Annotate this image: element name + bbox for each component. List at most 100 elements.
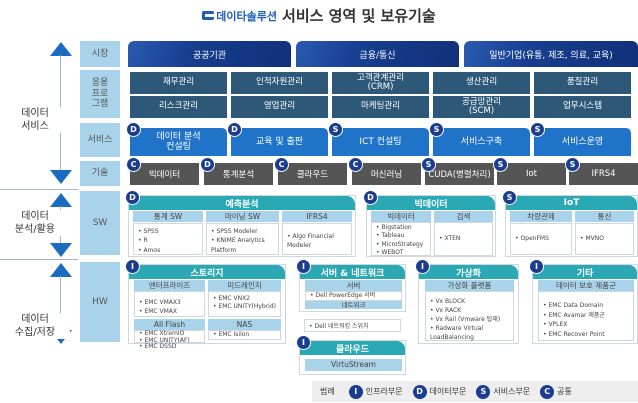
badge-icon: I	[296, 259, 311, 274]
badge-icon: S	[502, 190, 517, 205]
group-bigdata: D 빅데이터 빅데이터 BigstationTableauMicroStrate…	[363, 190, 496, 257]
item-list: EMC VMAX3EMC VMAX	[134, 291, 205, 317]
group-title: 빅데이터	[367, 196, 495, 210]
group-title: 가상화	[419, 265, 518, 279]
side-label-storage: 데이터 수집/저장	[0, 313, 70, 339]
page-title: 데이타솔루션 서비스 영역 및 보유기술	[0, 5, 638, 26]
group-title: 예측분석	[129, 196, 355, 210]
side-label-services: 데이터 서비스	[0, 107, 70, 133]
group-virtualization: I 가상화 가상화 플랫폼 Vx BLOCKVx RACKVx Rail (Vm…	[415, 259, 519, 344]
arrow-up-icon	[50, 193, 72, 207]
app-item: 영업관리	[231, 96, 328, 118]
app-item: 고객관계관리 (CRM)	[332, 72, 429, 94]
group-title: IoT	[506, 196, 637, 210]
group-server-network: I 서버 & 네트워크 서버 Dell PowerEdge 서버 네트워크	[296, 259, 406, 312]
app-item: 리스크관리	[130, 96, 227, 118]
badge-icon: C	[274, 157, 289, 172]
side-label-analysis: 데이터 분석/활용	[0, 210, 70, 236]
row-label-tech: 기술	[80, 161, 120, 186]
sub-header: 통신	[575, 211, 634, 222]
company-logo: 데이타솔루션	[202, 8, 277, 24]
row-label-sw: SW	[80, 191, 120, 255]
sub-header: All Flash	[134, 319, 205, 330]
badge-icon: D	[200, 157, 215, 172]
sub-header: 차량관제	[510, 211, 572, 222]
divider	[0, 189, 78, 190]
sub-header: 미드레인지	[208, 280, 281, 291]
app-item: 공급망관리 (SCM)	[433, 96, 530, 118]
badge-icon: I	[125, 259, 140, 274]
item-list: Algo Financial Modeler	[282, 223, 352, 255]
badge-icon: S	[565, 157, 580, 172]
app-item: 인적자원관리	[231, 72, 328, 94]
item-list: MVNO	[575, 223, 634, 255]
badge-icon: D	[363, 190, 378, 205]
item-list: EMC Isilon	[208, 330, 281, 340]
badge-icon: I	[296, 335, 311, 350]
badge-icon: C	[348, 157, 363, 172]
row-label-services: 서비스	[80, 123, 120, 157]
title-text: 서비스 영역 및 보유기술	[282, 7, 436, 25]
sub-header: 서버	[305, 280, 402, 291]
app-item: 재무관리	[130, 72, 227, 94]
sub-header: 검색	[434, 211, 493, 222]
row-label-apps: 응용 프로 그램	[80, 70, 120, 118]
row-label-hw: HW	[80, 262, 120, 342]
group-title: 서버 & 네트워크	[300, 265, 405, 279]
arrow-down-icon	[50, 243, 72, 257]
badge-icon: D	[412, 384, 427, 399]
badge-icon: I	[415, 259, 430, 274]
item-list: EMC XtremIOEMC UNITY(AF)EMC DSSD	[134, 330, 205, 350]
legend-title: 범례	[320, 387, 335, 396]
item-list: OpenFMS	[510, 223, 572, 255]
item-list: EMC Data DomainEMC Avamar 제품군VPLEXEMC Re…	[538, 291, 634, 341]
app-item: 업무시스템	[534, 96, 631, 118]
group-predictive-analysis: D 예측분석 통계 SW SPSSRAmos 마이닝 SW SPSS Model…	[125, 190, 356, 257]
list-item: • Dell 네트워킹 스위치	[304, 319, 401, 332]
badge-icon: D	[126, 122, 141, 137]
item-list: SPSS ModelerKNIME Analytics Platform	[206, 223, 279, 255]
item-list: SPSSRAmos	[133, 223, 203, 255]
app-item: 품질관리	[534, 72, 631, 94]
badge-icon: S	[530, 122, 545, 137]
arrow-up-icon	[50, 263, 72, 277]
market-finance: 금융/통신	[296, 41, 459, 67]
group-cloud: I 클라우드 VirtuStream	[296, 335, 406, 375]
group-iot: S IoT 차량관제 OpenFMS 통신 MVNO	[502, 190, 638, 257]
item-list: Vx BLOCKVx RACKVx Rail (Vmware 탑재)Radwar…	[425, 291, 514, 341]
badge-icon: I	[529, 259, 544, 274]
logo-icon	[202, 11, 215, 20]
sub-header: VirtuStream	[305, 359, 402, 371]
sub-header: 엔터프라이즈	[134, 280, 205, 291]
group-storage: I 스토리지 엔터프라이즈 EMC VMAX3EMC VMAX 미드레인지 EM…	[125, 259, 286, 350]
group-title: 스토리지	[129, 265, 285, 279]
item-list: EMC VNX2EMC UNITY(Hybrid)	[208, 291, 281, 317]
sub-header: IFRS4	[282, 211, 352, 222]
market-public: 공공기관	[128, 41, 291, 67]
row-label-market: 시장	[80, 41, 120, 67]
arrow-up-icon	[50, 42, 72, 56]
sub-header: 빅데이터	[371, 211, 431, 222]
badge-icon: S	[328, 122, 343, 137]
item-list: XTEN	[434, 222, 493, 256]
app-item: 생산관리	[433, 72, 530, 94]
sub-header: NAS	[208, 319, 281, 330]
sub-header: 데이터 보호 제품군	[538, 280, 634, 291]
badge-icon: C	[126, 157, 141, 172]
axis-line	[60, 276, 61, 330]
